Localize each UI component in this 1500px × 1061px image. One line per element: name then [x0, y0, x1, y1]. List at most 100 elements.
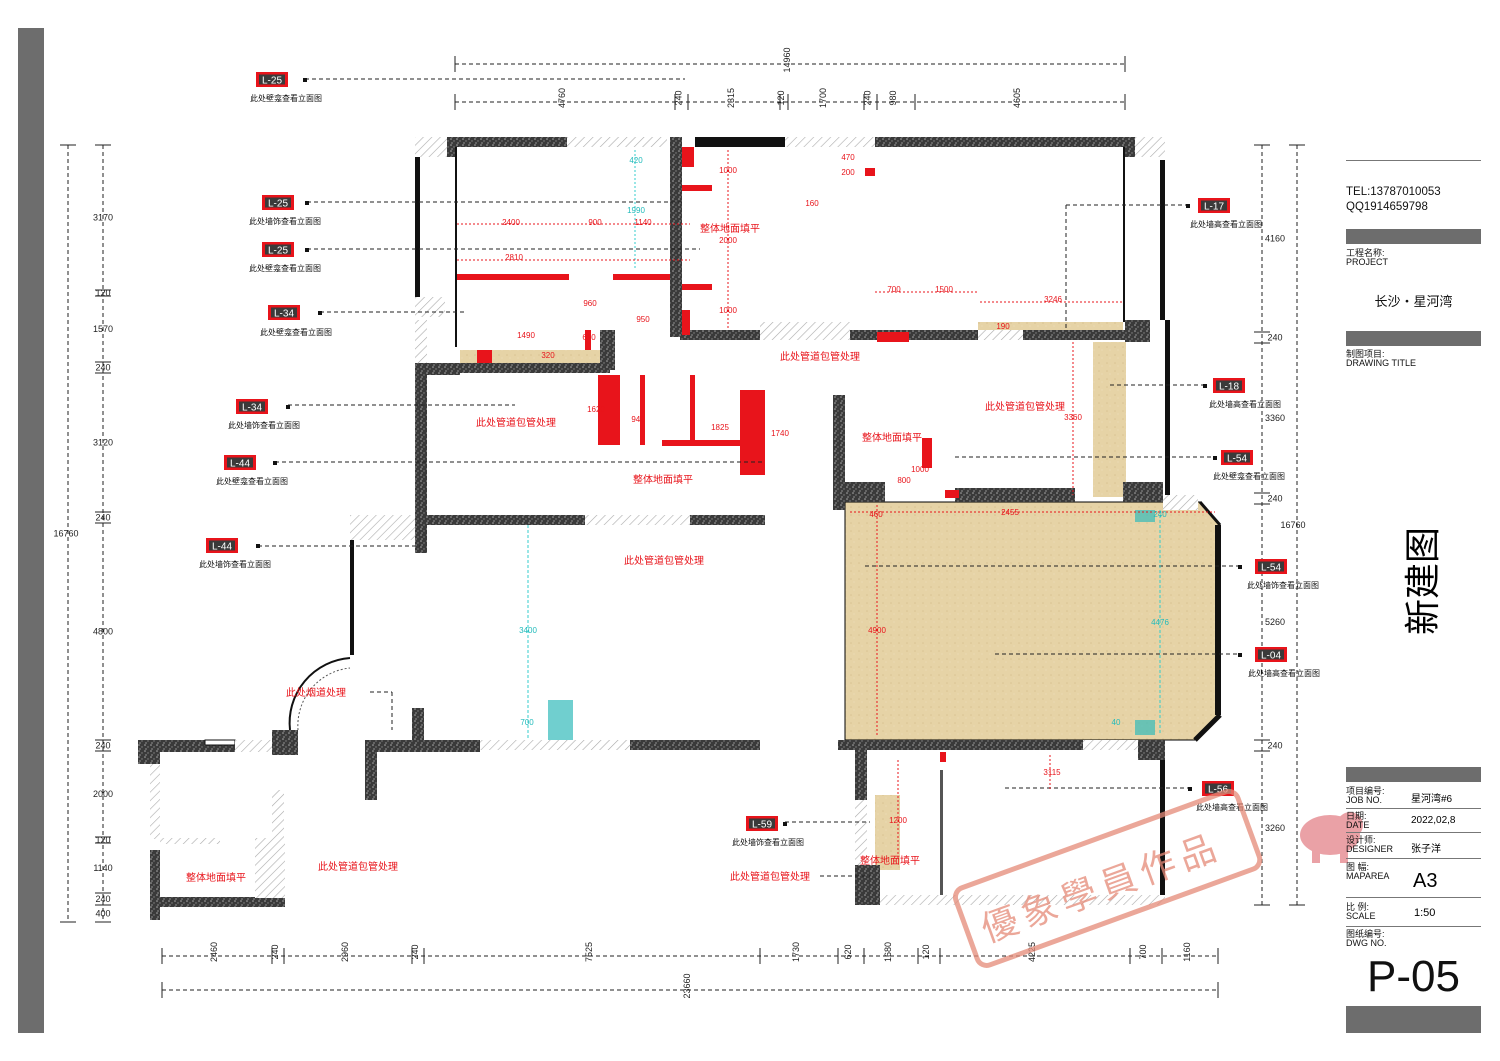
inner-dim-value: 160	[805, 199, 819, 208]
callout-tag: L-25	[268, 199, 288, 210]
left-dim-value: 400	[95, 909, 110, 919]
callout-tag: L-34	[242, 403, 262, 414]
annotation-note: 此处烟道处理	[286, 686, 346, 699]
left-dim-value: 120	[95, 288, 110, 298]
date-label: 日期:DATE	[1346, 812, 1481, 830]
right-dim-value: 240	[1267, 333, 1282, 343]
row-divider	[1346, 858, 1481, 859]
callout-tag-bg	[209, 540, 235, 551]
left-dim-value: 120	[95, 835, 110, 845]
callout-caption: 此处壁龛查看立面图	[216, 476, 288, 486]
callout-tag-bg	[1224, 452, 1250, 463]
callout-anchor	[1213, 456, 1217, 460]
callout-anchor	[1188, 787, 1192, 791]
elevation-callouts: L-25此处壁龛查看立面图L-25此处墙饰查看立面图L-25此处壁龛查看立面图L…	[199, 72, 1320, 847]
callout-anchor	[318, 311, 322, 315]
inner-dim-value: 4476	[1151, 618, 1169, 627]
date-label-cn: 日期:	[1346, 811, 1367, 821]
callout-tag-bg	[265, 197, 291, 208]
left-dim-value: 240	[95, 363, 110, 373]
job-no-label-cn: 项目编号:	[1346, 786, 1385, 796]
row-divider	[1346, 897, 1481, 898]
inner-dim-value: 2400	[502, 218, 520, 227]
callout-tag: L-25	[262, 76, 282, 87]
left-dim-value: 240	[95, 741, 110, 751]
inner-dim-value: 700	[887, 285, 901, 294]
top-dim-value: 240	[674, 90, 684, 105]
inner-dim-value: 3400	[519, 626, 537, 635]
annotation-note: 整体地面填平	[860, 854, 920, 867]
inner-dim-value: 3115	[1043, 768, 1061, 777]
maparea: A3	[1413, 870, 1438, 892]
callout-caption: 此处墙饰查看立面图	[249, 216, 321, 226]
callout-anchor	[273, 461, 277, 465]
inner-dim-value: 190	[996, 322, 1010, 331]
top-dim-value: 4605	[1012, 88, 1022, 108]
top-dim-value: 120	[776, 90, 786, 105]
callout-caption: 此处壁龛查看立面图	[250, 93, 322, 103]
left-dim-value: 1140	[93, 863, 112, 873]
callout-tag-bg	[1216, 380, 1242, 391]
leader-lines	[258, 78, 1240, 877]
inner-dim-value: 2810	[505, 253, 523, 262]
callout-l-25[interactable]: L-25 此处壁龛查看立面图	[250, 72, 322, 103]
designer-label-cn: 设计师:	[1346, 835, 1376, 845]
annotation-note: 整体地面填平	[862, 431, 922, 444]
callout-tag: L-25	[268, 246, 288, 257]
bottom-dim-value: 700	[1138, 944, 1148, 959]
callout-tag-bg	[1258, 561, 1284, 572]
inner-dim-value: 1490	[517, 331, 535, 340]
project-name: 长沙・星河湾	[1374, 294, 1453, 309]
annotation-note: 整体地面填平	[186, 871, 246, 884]
elephant-logo	[1300, 812, 1363, 863]
bottom-dim-value: 240	[410, 944, 420, 959]
callout-l-25[interactable]: L-25 此处墙饰查看立面图	[249, 195, 321, 226]
left-dim-value: 240	[95, 513, 110, 523]
callout-caption: 此处墙高查看立面图	[1196, 802, 1268, 812]
inner-dim-value: 460	[869, 510, 883, 519]
job-no-label-en: JOB NO.	[1346, 795, 1383, 805]
callout-tag: L-18	[1219, 382, 1239, 393]
inner-dim-value: 700	[520, 718, 534, 727]
drawing-title-label-en: DRAWING TITLE	[1346, 358, 1417, 368]
inner-dim-value: 1500	[935, 285, 953, 294]
inner-dim-value: 1620	[587, 405, 605, 414]
watermark-stamp: 優象學員作品	[952, 788, 1263, 968]
callout-tag-bg	[271, 307, 297, 318]
inner-dim-value: 900	[588, 218, 602, 227]
scale-label: 比 例:SCALE	[1346, 903, 1481, 921]
callout-anchor	[305, 248, 309, 252]
top-dim-value: 980	[888, 90, 898, 105]
callout-caption: 此处墙饰查看立面图	[732, 837, 804, 847]
inner-dim-value: 800	[897, 476, 911, 485]
watermark-text: 優象學員作品	[976, 825, 1227, 950]
row-divider	[1346, 808, 1481, 809]
callout-tag: L-17	[1204, 202, 1224, 213]
inner-dim-value: 420	[629, 156, 643, 165]
designer-label: 设计师:DESIGNER	[1346, 836, 1481, 854]
inner-dim-value: 240	[1153, 510, 1167, 519]
title-block-bar	[1346, 1006, 1481, 1033]
left-border-bar	[18, 28, 44, 1033]
scale-label-en: SCALE	[1346, 911, 1376, 921]
top-dim-value: 4760	[557, 88, 567, 108]
date-label-en: DATE	[1346, 820, 1370, 830]
title-block-bar	[1346, 229, 1481, 244]
annotation-note: 此处管道包管处理	[730, 870, 810, 883]
callout-anchor	[303, 78, 307, 82]
inner-dim-value: 3360	[1064, 413, 1082, 422]
inner-dim-value: 2000	[719, 236, 737, 245]
